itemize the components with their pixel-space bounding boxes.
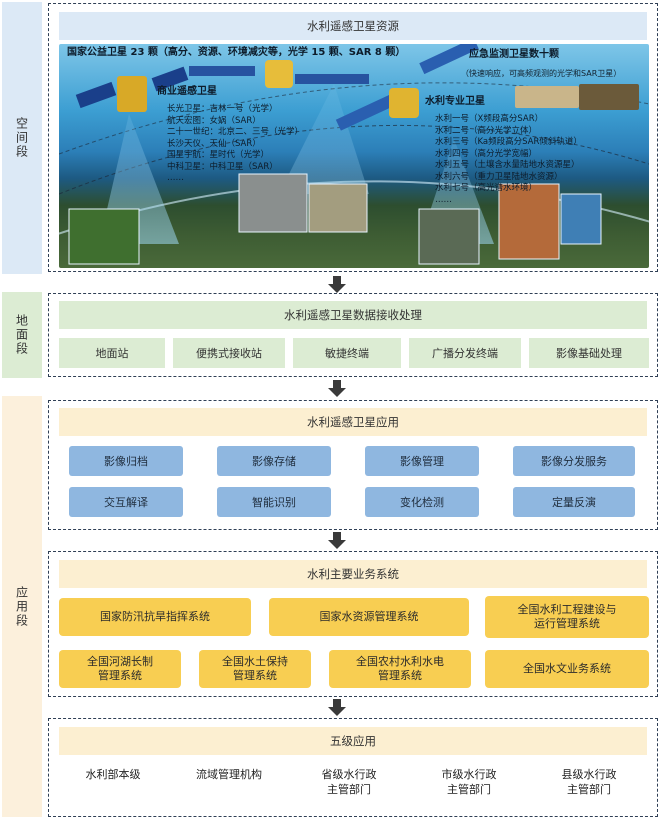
commercial-satellites-list: 长光卫星：吉林一号（光学） 航天宏图：女娲（SAR） 二十一世纪：北京二、三号（… bbox=[167, 104, 303, 185]
ground-item-ground-station: 地面站 bbox=[59, 338, 165, 368]
ground-item-agile-terminal: 敏捷终端 bbox=[293, 338, 401, 368]
system-engineering-construction: 全国水利工程建设与 运行管理系统 bbox=[485, 596, 649, 638]
app-change-detection: 变化检测 bbox=[365, 487, 479, 517]
level-province: 省级水行政 主管部门 bbox=[321, 768, 377, 796]
commercial-satellites-header: 商业遥感卫星 bbox=[157, 86, 217, 97]
five-level-section: 五级应用 水利部本级 流域管理机构 省级水行政 主管部门 市级水行政 主管部门 … bbox=[48, 718, 658, 817]
app-intelligent-recognition: 智能识别 bbox=[217, 487, 331, 517]
commercial-item: 长沙天仪、天仙（SAR） bbox=[167, 138, 261, 149]
system-river-lake-chief: 全国河湖长制 管理系统 bbox=[59, 650, 181, 688]
app-quantitative-inversion: 定量反演 bbox=[513, 487, 635, 517]
commercial-item: 二十一世纪：北京二、三号（光学） bbox=[167, 127, 304, 137]
satellite-scene-graphic bbox=[59, 44, 649, 268]
water-satellites-list: 水利一号（X频段高分SAR） 水利二号（高分光学立体） 水利三号（Ka频段高分S… bbox=[435, 114, 582, 206]
ground-item-broadcast-terminal: 广播分发终端 bbox=[409, 338, 521, 368]
emergency-satellites-header: 应急监测卫星数十颗 bbox=[469, 49, 559, 60]
satellite-right bbox=[515, 84, 639, 110]
commercial-item: 航天宏图：女娲（SAR） bbox=[167, 115, 261, 126]
satellite-center bbox=[335, 44, 479, 131]
commercial-item: 长光卫星：吉林一号（光学） bbox=[167, 104, 278, 114]
satellite-application-section: 水利遥感卫星应用 影像归档 影像存储 影像管理 影像分发服务 交互解译 智能识别… bbox=[48, 400, 658, 530]
image-tile-4 bbox=[418, 208, 480, 265]
water-item: 水利四号（高分光学宽幅） bbox=[435, 148, 538, 159]
orbit-line-1 bbox=[59, 124, 649, 195]
image-tile-1 bbox=[68, 208, 140, 265]
ground-item-portable-station: 便携式接收站 bbox=[173, 338, 285, 368]
system-flood-drought: 国家防汛抗旱指挥系统 bbox=[59, 598, 251, 636]
business-systems-title: 水利主要业务系统 bbox=[59, 560, 647, 588]
water-item: 水利二号（高分光学立体） bbox=[435, 125, 538, 136]
image-tile-3 bbox=[308, 183, 368, 233]
side-label-ground: 地面段 bbox=[2, 292, 42, 378]
beam-3 bbox=[279, 84, 369, 194]
side-label-space: 空间段 bbox=[2, 2, 42, 274]
satellite-application-title: 水利遥感卫星应用 bbox=[59, 408, 647, 436]
image-tile-2 bbox=[238, 173, 308, 233]
public-satellites-header: 国家公益卫星 23 颗（高分、资源、环境减灾等，光学 15 颗、SAR 8 颗） bbox=[67, 47, 406, 58]
water-item: …… bbox=[435, 194, 452, 205]
system-hydrology: 全国水文业务系统 bbox=[485, 650, 649, 688]
app-image-distribution: 影像分发服务 bbox=[513, 446, 635, 476]
satellite-left bbox=[75, 66, 189, 112]
side-label-application: 应用段 bbox=[2, 396, 42, 817]
level-ministry: 水利部本级 bbox=[85, 768, 141, 781]
commercial-item: …… bbox=[167, 173, 184, 183]
system-rural-water-hydropower: 全国农村水利水电 管理系统 bbox=[329, 650, 471, 688]
app-image-archive: 影像归档 bbox=[69, 446, 183, 476]
satellite-top bbox=[189, 60, 369, 88]
level-city: 市级水行政 主管部门 bbox=[441, 768, 497, 796]
ground-title: 水利遥感卫星数据接收处理 bbox=[59, 301, 647, 329]
system-water-resources: 国家水资源管理系统 bbox=[269, 598, 469, 636]
business-systems-section: 水利主要业务系统 国家防汛抗旱指挥系统 国家水资源管理系统 全国水利工程建设与 … bbox=[48, 551, 658, 697]
commercial-item: 中科卫星：中科卫星（SAR） bbox=[167, 161, 278, 172]
space-title: 水利遥感卫星资源 bbox=[59, 12, 647, 40]
water-item: 水利三号（Ka频段高分SAR倾斜轨道） bbox=[435, 137, 582, 147]
satellite-scene: 国家公益卫星 23 颗（高分、资源、环境减灾等，光学 15 颗、SAR 8 颗）… bbox=[59, 44, 649, 268]
water-item: 水利七号（高光谱水环境） bbox=[435, 183, 538, 193]
level-basin-agency: 流域管理机构 bbox=[196, 768, 262, 781]
image-tile-6 bbox=[560, 193, 602, 245]
water-item: 水利一号（X频段高分SAR） bbox=[435, 114, 544, 124]
water-satellites-header: 水利专业卫星 bbox=[425, 96, 485, 107]
app-image-storage: 影像存储 bbox=[217, 446, 331, 476]
ground-item-image-processing: 影像基础处理 bbox=[529, 338, 649, 368]
five-level-title: 五级应用 bbox=[59, 727, 647, 755]
space-section: 水利遥感卫星资源 bbox=[48, 3, 658, 272]
emergency-satellites-sub: （快速响应，可高频观测的光学和SAR卫星） bbox=[461, 69, 622, 78]
app-image-management: 影像管理 bbox=[365, 446, 479, 476]
app-interactive-interpretation: 交互解译 bbox=[69, 487, 183, 517]
water-item: 水利六号（重力卫星陆地水资源） bbox=[435, 171, 563, 182]
image-tile-5 bbox=[498, 183, 560, 260]
system-soil-water-conservation: 全国水土保持 管理系统 bbox=[199, 650, 311, 688]
water-item: 水利五号（土壤含水量陆地水资源星） bbox=[435, 160, 580, 170]
level-county: 县级水行政 主管部门 bbox=[561, 768, 617, 796]
commercial-item: 国星宇航：星时代（光学） bbox=[167, 150, 270, 160]
ground-section: 水利遥感卫星数据接收处理 地面站 便携式接收站 敏捷终端 广播分发终端 影像基础… bbox=[48, 293, 658, 377]
